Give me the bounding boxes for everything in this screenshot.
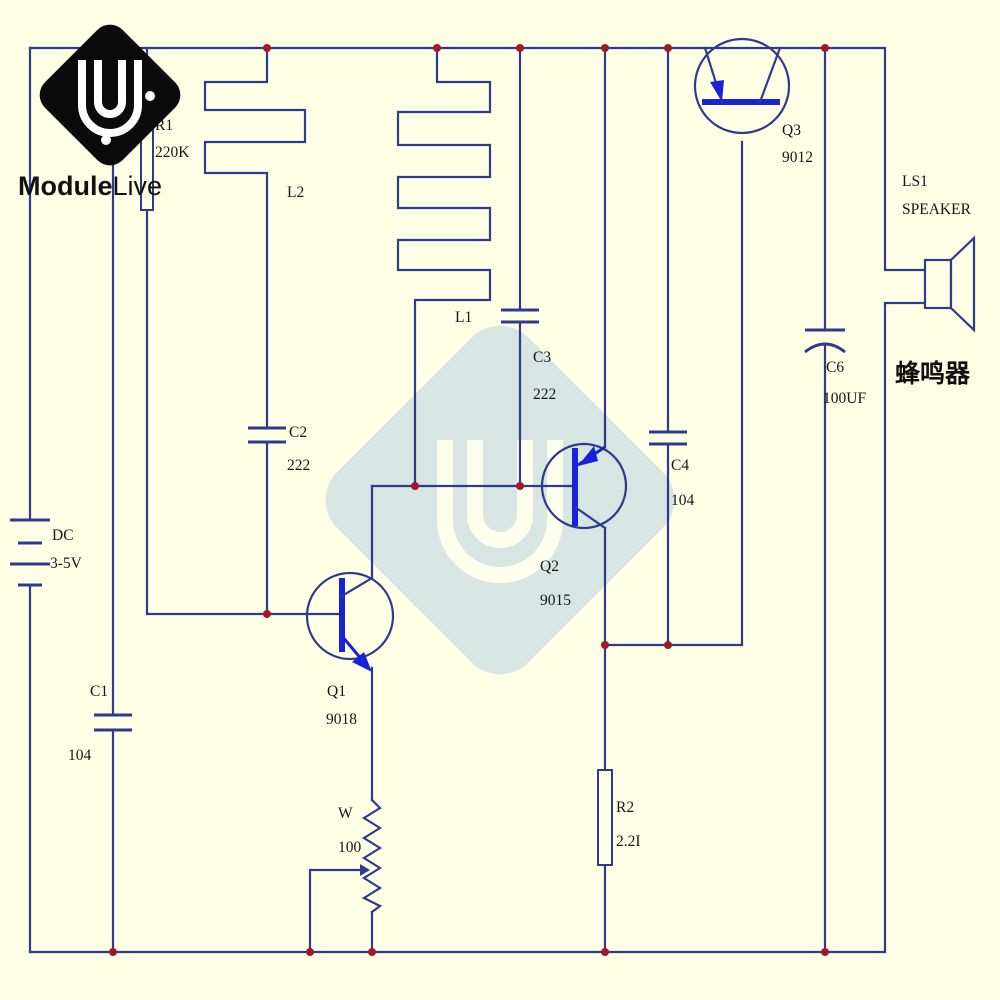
l2-ref: L2 xyxy=(287,184,304,201)
c2-value: 222 xyxy=(287,457,310,474)
capacitor-c6 xyxy=(804,328,846,354)
c4-value: 104 xyxy=(671,492,695,509)
brand-name: ModuleLive xyxy=(18,171,162,201)
capacitor-c1 xyxy=(94,713,132,732)
q1-ref: Q1 xyxy=(327,683,346,700)
ls1-ref: LS1 xyxy=(902,173,928,190)
ls1-name-cn: 蜂鸣器 xyxy=(895,359,971,388)
dc-ref: DC xyxy=(52,527,74,544)
resistor-r2 xyxy=(597,769,613,866)
q3-ref: Q3 xyxy=(782,122,801,139)
q1-value: 9018 xyxy=(326,711,357,728)
c1-ref: C1 xyxy=(90,683,108,700)
r2-value: 2.2I xyxy=(616,833,641,850)
q2-ref: Q2 xyxy=(540,558,559,575)
l1-ref: L1 xyxy=(455,309,472,326)
r1-value: 220K xyxy=(155,144,190,161)
c1-value: 104 xyxy=(68,747,92,764)
w-ref: W xyxy=(338,805,353,822)
battery-dc xyxy=(10,518,50,587)
watermark-logo xyxy=(325,325,675,675)
q3-value: 9012 xyxy=(782,149,813,166)
capacitor-c4 xyxy=(649,430,687,446)
w-value: 100 xyxy=(338,839,362,856)
q2-value: 9015 xyxy=(540,592,571,609)
modulelive-logo: ModuleLive xyxy=(18,24,181,201)
potentiometer-w xyxy=(360,798,383,914)
c6-ref: C6 xyxy=(826,359,844,376)
c2-ref: C2 xyxy=(289,424,307,441)
ls1-type: SPEAKER xyxy=(902,201,972,218)
r2-ref: R2 xyxy=(616,799,634,816)
capacitor-c2 xyxy=(248,426,286,444)
transistor-q2 xyxy=(540,442,628,530)
transistor-q3 xyxy=(693,37,791,135)
dc-value: 3-5V xyxy=(50,555,83,572)
c3-ref: C3 xyxy=(533,349,551,366)
speaker-icon xyxy=(923,235,976,333)
transistor-q1 xyxy=(305,571,395,672)
c4-ref: C4 xyxy=(671,457,689,474)
c3-value: 222 xyxy=(533,386,556,403)
c6-value: 100UF xyxy=(823,390,866,407)
capacitor-c3 xyxy=(501,308,539,324)
